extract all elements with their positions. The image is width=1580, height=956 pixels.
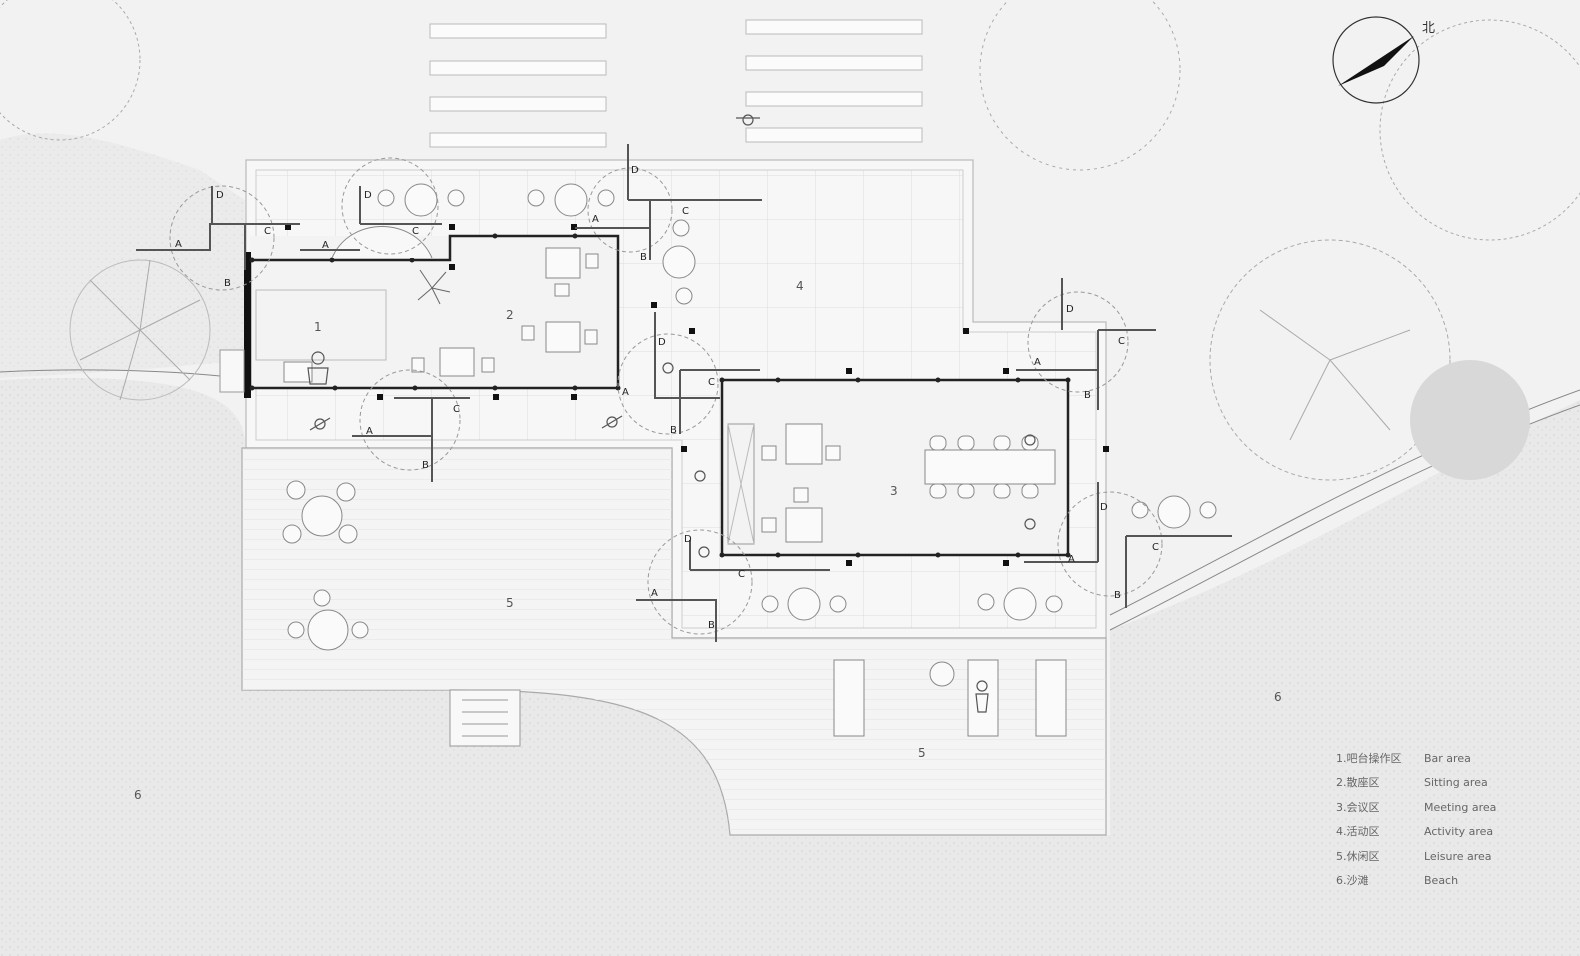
potted-palm: [417, 269, 451, 305]
zone-labels: 1 2 3 4 5 5 6 6: [134, 279, 1282, 802]
marker-d: D: [1066, 304, 1074, 315]
pivot-door-swings: [169, 157, 1163, 635]
legend-cn: 4.活动区: [1336, 825, 1380, 839]
path-line: [0, 369, 221, 377]
parking-stripes: [429, 19, 923, 148]
legend-row: 5.休闲区 Leisure area: [1336, 846, 1536, 870]
marker-a: A: [322, 240, 329, 251]
legend-en: Sitting area: [1424, 776, 1488, 790]
legend-en: Leisure area: [1424, 849, 1492, 863]
zone-6-label: 6: [1274, 690, 1282, 704]
deck-planks: [242, 448, 1106, 835]
marker-b: B: [1114, 590, 1121, 601]
legend-row: 3.会议区 Meeting area: [1336, 797, 1536, 821]
deck-steps: [449, 689, 521, 747]
marker-a: A: [175, 239, 182, 250]
zone-5-label: 5: [506, 596, 514, 610]
zone-5-label: 5: [918, 746, 926, 760]
marker-d: D: [658, 337, 666, 348]
marker-c: C: [708, 377, 715, 388]
pivot-door-leaves: [136, 144, 1232, 642]
marker-c: C: [1118, 336, 1125, 347]
north-compass: 北: [1332, 16, 1435, 104]
people-figures: [307, 114, 1036, 713]
marker-d: D: [364, 190, 372, 201]
marker-a: A: [651, 588, 658, 599]
bar-counter: [255, 289, 387, 361]
marker-c: C: [738, 569, 745, 580]
zone-6-label: 6: [134, 788, 142, 802]
marker-b: B: [422, 460, 429, 471]
area-legend: 1.吧台操作区 Bar area 2.散座区 Sitting area 3.会议…: [1336, 748, 1536, 894]
legend-cn: 1.吧台操作区: [1336, 752, 1402, 765]
legend-en: Activity area: [1424, 825, 1494, 839]
marker-b: B: [224, 278, 231, 289]
marker-d: D: [1100, 502, 1108, 513]
legend-cn: 2.散座区: [1336, 776, 1380, 790]
marker-c: C: [682, 206, 689, 217]
marker-d: D: [684, 534, 692, 545]
wall-nodes: [249, 233, 1071, 558]
marker-c: C: [412, 226, 419, 237]
legend-cn: 3.会议区: [1336, 800, 1380, 814]
marker-b: B: [670, 425, 677, 436]
pavilion-east-walls: [720, 378, 1070, 557]
marker-a: A: [1034, 357, 1041, 368]
storage-cabinet: [727, 423, 755, 545]
furniture: [282, 183, 1217, 737]
marker-a: A: [622, 387, 629, 398]
legend-row: 2.散座区 Sitting area: [1336, 772, 1536, 796]
legend-cn: 6.沙滩: [1336, 873, 1369, 887]
entry-block: [219, 349, 245, 393]
legend-row: 4.活动区 Activity area: [1336, 821, 1536, 845]
legend-en: Beach: [1424, 873, 1459, 887]
zone-1-label: 1: [314, 320, 322, 334]
column-posts: [285, 224, 1109, 566]
beach-sand: [0, 378, 1580, 956]
bar-wall-solid: [244, 252, 251, 398]
marker-c: C: [1152, 542, 1159, 553]
legend-en: Bar area: [1424, 752, 1471, 765]
zone-3-label: 3: [890, 484, 898, 498]
vegetation-left: [0, 133, 245, 378]
zone-2-label: 2: [506, 308, 514, 322]
north-label: 北: [1422, 21, 1435, 36]
door-marker-letters: A B C D A C D A B C D A B C A B C D A B …: [175, 165, 1159, 631]
legend-cn: 5.休闲区: [1336, 849, 1380, 863]
marker-a: A: [592, 214, 599, 225]
marker-b: B: [708, 620, 715, 631]
marker-d: D: [216, 190, 224, 201]
zone-4-label: 4: [796, 279, 804, 293]
marker-c: C: [453, 404, 460, 415]
marker-b: B: [1084, 390, 1091, 401]
marker-a: A: [1068, 554, 1075, 565]
marker-a: A: [366, 426, 373, 437]
legend-row: 1.吧台操作区 Bar area: [1336, 748, 1536, 772]
marker-d: D: [631, 165, 639, 176]
legend-row: 6.沙滩 Beach: [1336, 870, 1536, 894]
marker-b: B: [640, 252, 647, 263]
marker-c: C: [264, 226, 271, 237]
tree-canopies: [0, 0, 1580, 481]
legend-en: Meeting area: [1424, 800, 1497, 814]
